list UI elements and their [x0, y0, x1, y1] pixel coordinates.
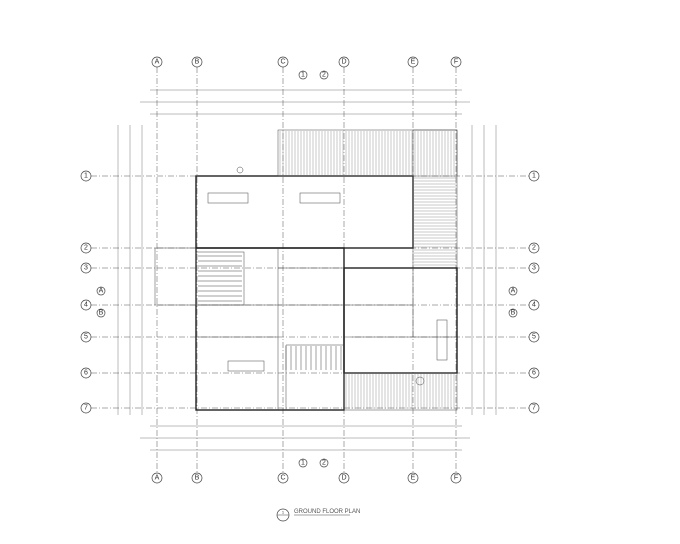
stair [198, 255, 342, 370]
grid-bubble [277, 56, 289, 68]
grid-bubble [528, 299, 540, 311]
view-number: 1 [282, 510, 285, 515]
grid-label: E [411, 59, 416, 66]
grid-bubble [528, 402, 540, 414]
grid-label: 4 [532, 302, 536, 309]
section-markers: 1 2 1 2 A B A B [96, 70, 518, 468]
grid-bubble [528, 367, 540, 379]
grid-label: E [411, 475, 416, 482]
grid-bubble [191, 472, 203, 484]
grid-bubble [277, 472, 289, 484]
svg-text:1: 1 [301, 72, 305, 79]
dimension-lines [117, 89, 497, 451]
walls [154, 129, 458, 411]
grid-bubble [450, 56, 462, 68]
grid-label: 6 [84, 370, 88, 377]
grid-bubble [80, 402, 92, 414]
grid-label: F [454, 59, 458, 66]
grid-label: A [155, 59, 160, 66]
grid-lines [91, 67, 529, 473]
grid-label: 1 [84, 173, 88, 180]
grid-bubble [80, 242, 92, 254]
svg-text:A: A [511, 288, 516, 295]
svg-text:B: B [511, 310, 516, 317]
grid-bubble [528, 262, 540, 274]
svg-text:B: B [99, 310, 104, 317]
svg-text:2: 2 [322, 72, 326, 79]
grid-label: D [341, 59, 346, 66]
grid-label: F [454, 475, 458, 482]
grid-bubble [191, 56, 203, 68]
grid-label: 3 [532, 265, 536, 272]
grid-label: C [280, 475, 285, 482]
grid-label: B [195, 59, 200, 66]
grid-bubble [80, 170, 92, 182]
svg-text:2: 2 [322, 460, 326, 467]
grid-label: 2 [84, 245, 88, 252]
grid-bubble [407, 56, 419, 68]
grid-label: 3 [84, 265, 88, 272]
grid-bubble [80, 367, 92, 379]
grid-label: 1 [532, 173, 536, 180]
grid-label: 5 [532, 334, 536, 341]
drawing-title: GROUND FLOOR PLAN [294, 509, 360, 515]
svg-text:A: A [99, 288, 104, 295]
grid-bubbles: A A B B C C D D E E F F 1 1 2 2 3 3 4 4 5 5 6 6 7 7 [80, 56, 540, 484]
grid-bubble [338, 472, 350, 484]
grid-bubble [528, 331, 540, 343]
grid-label: D [341, 475, 346, 482]
grid-label: C [280, 59, 285, 66]
grid-bubble [80, 299, 92, 311]
grid-bubble [80, 331, 92, 343]
svg-text:1: 1 [301, 460, 305, 467]
grid-label: 7 [84, 405, 88, 412]
grid-bubble [528, 170, 540, 182]
grid-label: 4 [84, 302, 88, 309]
grid-bubble [151, 56, 163, 68]
grid-label: 7 [532, 405, 536, 412]
grid-label: B [195, 475, 200, 482]
grid-label: 2 [532, 245, 536, 252]
grid-bubble [528, 242, 540, 254]
grid-label: 5 [84, 334, 88, 341]
grid-label: 6 [532, 370, 536, 377]
grid-bubble [450, 472, 462, 484]
grid-bubble [80, 262, 92, 274]
deck-hatching [279, 131, 456, 409]
drawing-title-block: 1 GROUND FLOOR PLAN [276, 508, 360, 522]
grid-label: A [155, 475, 160, 482]
grid-bubble [407, 472, 419, 484]
grid-bubble [151, 472, 163, 484]
grid-bubble [338, 56, 350, 68]
